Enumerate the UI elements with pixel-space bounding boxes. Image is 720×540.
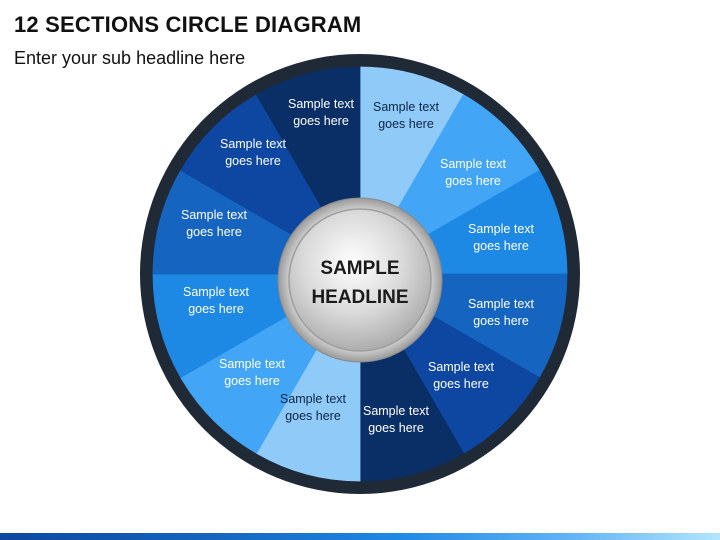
- section-12-label-line1: Sample text: [288, 97, 355, 111]
- sections-group: [152, 66, 568, 482]
- section-5-label-line2: goes here: [433, 377, 489, 391]
- center-headline-line2: HEADLINE: [311, 287, 408, 308]
- section-2-label-line2: goes here: [445, 174, 501, 188]
- section-7-label-line1: Sample text: [280, 392, 347, 406]
- center-headline-line1: SAMPLE: [320, 258, 399, 279]
- section-4-label-line1: Sample text: [468, 297, 535, 311]
- section-11-label-line1: Sample text: [220, 137, 287, 151]
- section-4-label-line2: goes here: [473, 314, 529, 328]
- page-title: 12 SECTIONS CIRCLE DIAGRAM: [14, 12, 362, 37]
- section-3-label-line1: Sample text: [468, 222, 535, 236]
- section-7-label-line2: goes here: [285, 409, 341, 423]
- section-9-label-line1: Sample text: [183, 285, 250, 299]
- section-3-label-line2: goes here: [473, 239, 529, 253]
- footer-accent-bar: [0, 533, 720, 540]
- section-1-label-line1: Sample text: [373, 100, 440, 114]
- section-9-label-line2: goes here: [188, 302, 244, 316]
- section-8-label-line2: goes here: [224, 374, 280, 388]
- section-6-label-line1: Sample text: [363, 404, 430, 418]
- section-12-label-line2: goes here: [293, 114, 349, 128]
- section-10-label-line1: Sample text: [181, 208, 248, 222]
- page-subtitle: Enter your sub headline here: [14, 48, 246, 68]
- section-6-label-line2: goes here: [368, 421, 424, 435]
- section-1-label-line2: goes here: [378, 117, 434, 131]
- section-2-label-line1: Sample text: [440, 157, 507, 171]
- section-10-label-line2: goes here: [186, 225, 242, 239]
- section-5-label-line1: Sample text: [428, 360, 495, 374]
- center-disc: [288, 208, 432, 352]
- section-11-label-line2: goes here: [225, 154, 281, 168]
- section-8-label-line1: Sample text: [219, 357, 286, 371]
